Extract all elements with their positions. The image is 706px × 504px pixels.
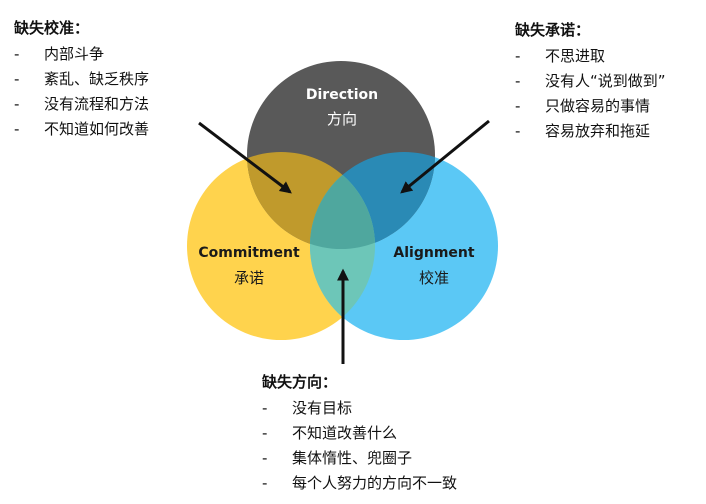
list-item: -不知道改善什么 [262, 424, 398, 442]
missing-alignment-block: 缺失校准： -内部斗争 -紊乱、缺乏秩序 -没有流程和方法 -不知道如何改善 [14, 16, 149, 142]
missing-commitment-title: 缺失承诺： [515, 21, 591, 39]
direction-label-en: Direction [306, 87, 378, 103]
list-item: -没有流程和方法 [14, 95, 150, 113]
commitment-label-zh: 承诺 [234, 269, 264, 287]
arrow-to-direction-commitment [198, 121, 292, 194]
overlap-center [310, 152, 375, 249]
missing-commitment-block: 缺失承诺： -不思进取 -没有人“说到做到” -只做容易的事情 -容易放弃和拖延 [515, 18, 666, 144]
list-item: -不知道如何改善 [14, 120, 150, 138]
list-item: -没有目标 [262, 399, 353, 417]
list-item: -没有人“说到做到” [515, 72, 666, 90]
list-item: -每个人努力的方向不一致 [262, 474, 458, 492]
list-item: -紊乱、缺乏秩序 [14, 70, 150, 88]
list-item: -只做容易的事情 [515, 97, 651, 115]
missing-alignment-title: 缺失校准： [14, 19, 90, 37]
missing-direction-title: 缺失方向： [262, 373, 338, 391]
commitment-label-en: Commitment [198, 245, 300, 261]
alignment-label-zh: 校准 [419, 269, 449, 287]
alignment-label-en: Alignment [393, 245, 474, 261]
list-item: -集体惰性、兜圈子 [262, 449, 413, 467]
missing-direction-block: 缺失方向： -没有目标 -不知道改善什么 -集体惰性、兜圈子 -每个人努力的方向… [262, 370, 457, 496]
direction-label-zh: 方向 [327, 110, 357, 128]
list-item: -内部斗争 [14, 45, 105, 63]
list-item: -容易放弃和拖延 [515, 122, 651, 140]
list-item: -不思进取 [515, 47, 606, 65]
arrow-to-direction-alignment [400, 119, 490, 194]
